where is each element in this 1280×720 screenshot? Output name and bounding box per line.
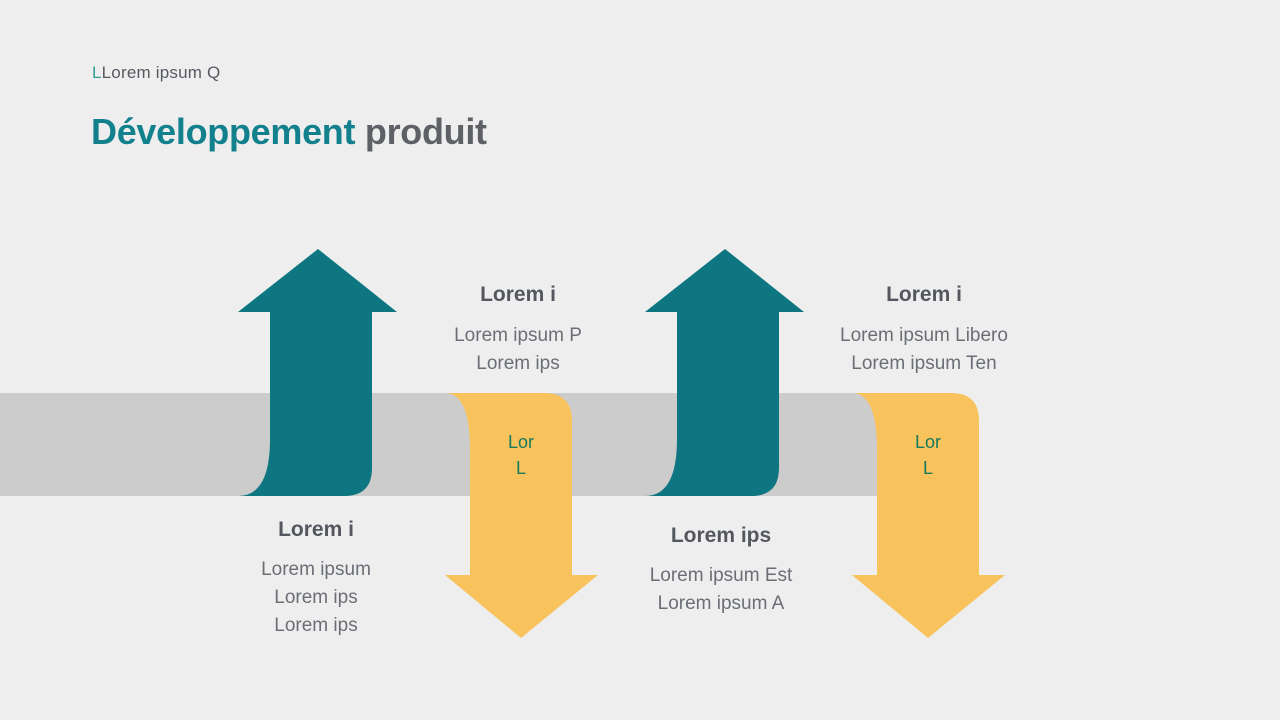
page-title-rest: produit — [355, 111, 487, 152]
top-text-block-1: Lorem i Lorem ipsum P Lorem ips — [388, 281, 648, 378]
top-text-block-1-body: Lorem ipsum P Lorem ips — [388, 322, 648, 378]
top-text-block-2-line2: Lorem ipsum Ten — [851, 353, 997, 374]
down-arrow-1-label-line1: Lor — [507, 432, 534, 452]
eyebrow-accent-letter: L — [92, 63, 102, 82]
bottom-text-block-1-heading: Lorem i — [278, 518, 354, 541]
down-arrow-1 — [445, 393, 598, 638]
bottom-text-block-1-body: Lorem ipsum Lorem ips Lorem ips — [186, 556, 446, 640]
bottom-text-block-2-line1: Lorem ipsum Est — [649, 565, 793, 586]
bottom-text-block-1: Lorem i Lorem ipsum Lorem ips Lorem ips — [186, 516, 446, 640]
bottom-text-block-2-body: Lorem ipsum Est Lorem ipsum A — [591, 562, 851, 618]
down-arrow-2-shape — [852, 393, 1005, 638]
down-arrow-2-label: Lor L — [877, 429, 979, 481]
top-text-block-2: Lorem i Lorem ipsum Libero Lorem ipsum T… — [794, 281, 1054, 378]
top-text-block-1-heading: Lorem i — [480, 283, 556, 306]
eyebrow-text: Lorem ipsum Q — [101, 63, 221, 82]
up-arrow-1-shape — [238, 249, 397, 496]
down-arrow-1-shape — [445, 393, 598, 638]
down-arrow-1-label-line2: L — [515, 458, 526, 478]
up-arrow-2-shape — [645, 249, 804, 496]
top-text-block-1-line1: Lorem ipsum P — [454, 325, 582, 346]
down-arrow-2-label-line1: Lor — [914, 432, 941, 452]
down-arrow-2 — [852, 393, 1005, 638]
eyebrow-label: LLorem ipsum Q — [92, 62, 220, 83]
bottom-text-block-2: Lorem ips Lorem ipsum Est Lorem ipsum A — [591, 522, 851, 618]
top-text-block-2-body: Lorem ipsum Libero Lorem ipsum Ten — [794, 322, 1054, 378]
top-text-block-2-heading: Lorem i — [886, 283, 962, 306]
down-arrow-2-label-line2: L — [922, 458, 933, 478]
up-arrow-1 — [238, 249, 397, 496]
top-text-block-1-line2: Lorem ips — [476, 353, 560, 374]
bottom-text-block-1-line3: Lorem ips — [274, 615, 358, 636]
page-title: Développement produit — [91, 110, 487, 154]
down-arrow-1-label: Lor L — [470, 429, 572, 481]
page-title-accent: Développement — [91, 111, 356, 152]
bottom-text-block-2-line2: Lorem ipsum A — [657, 593, 785, 614]
top-text-block-2-line1: Lorem ipsum Libero — [840, 325, 1008, 346]
bottom-text-block-1-line2: Lorem ips — [274, 587, 358, 608]
bottom-text-block-1-line1: Lorem ipsum — [261, 559, 371, 580]
up-arrow-2 — [645, 249, 804, 496]
bottom-text-block-2-heading: Lorem ips — [670, 524, 772, 547]
